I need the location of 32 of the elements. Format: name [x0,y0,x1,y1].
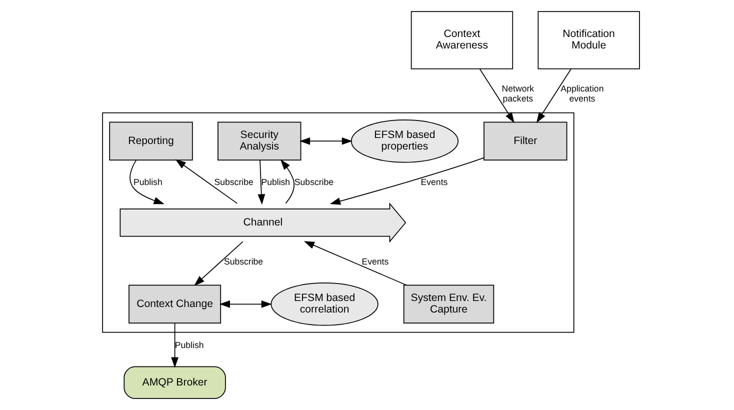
edge-label: Subscribe [294,177,334,188]
node-box: Notification Module [537,11,640,70]
arrow [170,322,178,368]
arrow [329,157,484,205]
edge-label: Events [361,256,388,266]
arrow [194,241,243,286]
node-ellipse: EFSM based properties [350,119,458,163]
edge-label: Subscribe [223,256,263,266]
edge-label: Publish [133,177,162,188]
node-ellipse: EFSM based correlation [270,282,378,326]
node-box: Context Awareness [410,11,513,70]
edge-label: Network packets [501,84,534,104]
node-box: Context Change [128,284,221,324]
edge-label: Publish [174,340,204,350]
node-box: Reporting [108,122,192,160]
node-box: AMQP Broker [123,366,226,399]
node-box: System Env. Ev. Capture [402,284,494,324]
arrow [280,159,294,204]
arrow [536,68,571,124]
edge-label: Events [420,177,448,188]
node-box: Security Analysis [217,122,301,160]
arrow [218,300,272,308]
edge-label: Publish [260,177,290,188]
arrow [257,160,265,205]
edge-label: Application events [560,84,604,104]
node-box: Filter [483,122,567,160]
arrow [303,241,406,286]
arrow [478,68,514,124]
arrow [129,160,164,204]
edge-label: Subscribe [214,177,253,188]
arrow [174,159,238,204]
arrow [298,137,352,145]
